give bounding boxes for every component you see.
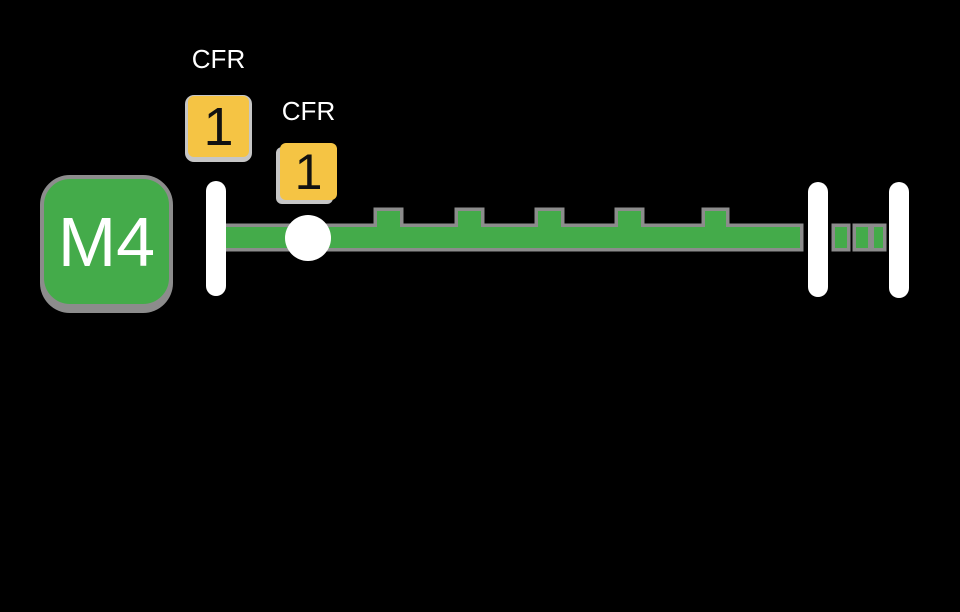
interchange-station-marker (285, 215, 331, 261)
track-line (221, 207, 804, 252)
dashed-track-segment (852, 223, 872, 252)
station-bar-right-outer (889, 182, 909, 298)
cfr-transfer-label: CFR (280, 98, 337, 124)
station-bar-left (206, 181, 226, 296)
cfr-transfer-badge-number: 1 (203, 96, 234, 157)
line-badge: M4 (40, 175, 173, 308)
cfr-transfer-badge-number: 1 (294, 143, 323, 200)
cfr-transfer-label-text: CFR (281, 96, 336, 126)
station-bar-right-inner (808, 182, 828, 297)
line-badge-label: M4 (57, 202, 156, 281)
cfr-transfer-label: CFR (188, 46, 249, 72)
dashed-track-segment (831, 223, 851, 252)
cfr-transfer-badge: 1 (188, 96, 249, 157)
cfr-transfer-badge: 1 (280, 143, 337, 200)
cfr-transfer-label-text: CFR (191, 44, 246, 74)
dashed-track-segment (870, 223, 887, 252)
